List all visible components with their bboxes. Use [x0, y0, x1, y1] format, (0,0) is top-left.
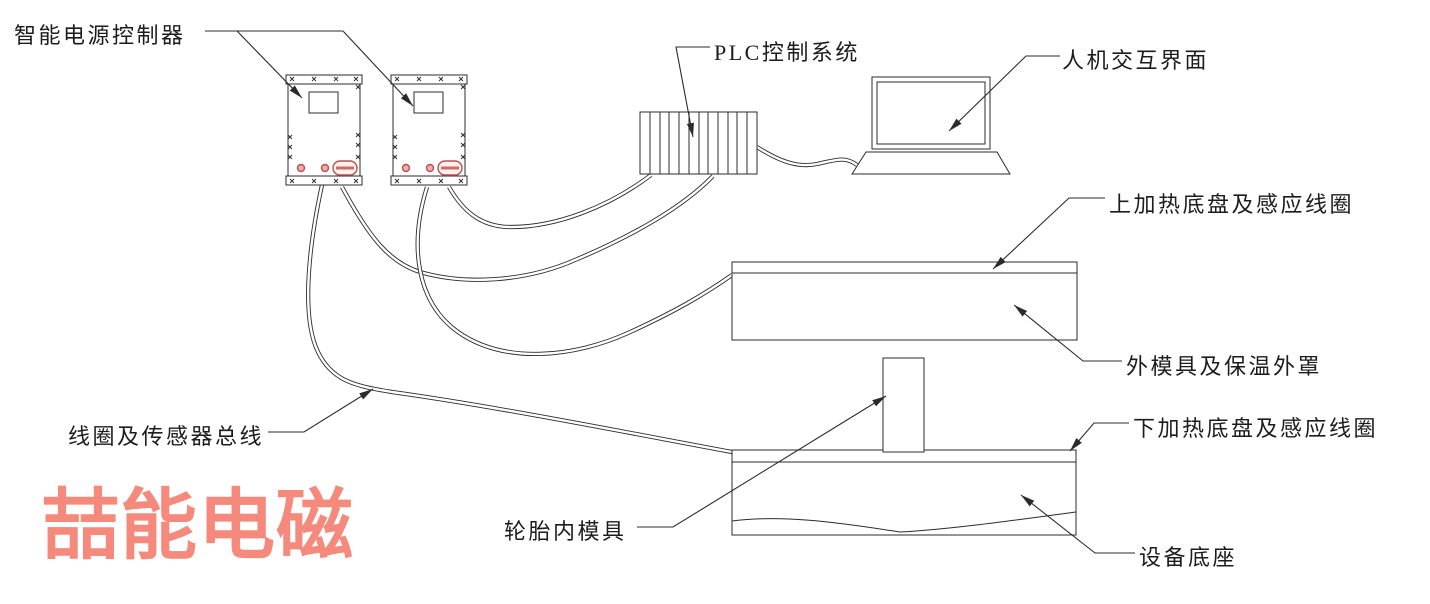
- label-hmi: 人机交互界面: [1062, 48, 1210, 73]
- label-power-controller: 智能电源控制器: [14, 23, 186, 48]
- base-wave-line: [731, 511, 1077, 533]
- cable-controller2-to-upper-coil: [415, 186, 734, 356]
- plc-rack: [639, 111, 758, 175]
- label-sensor-bus: 线圈及传感器总线: [68, 424, 265, 449]
- leader-sensor-bus: [268, 388, 374, 433]
- equipment-base-body: [731, 461, 1077, 536]
- power-controller-1: [284, 73, 364, 187]
- leader-base: [1020, 494, 1135, 554]
- cables: [306, 145, 859, 455]
- label-plc: PLC控制系统: [714, 40, 860, 65]
- leader-hmi: [948, 55, 1060, 132]
- power-controller-2: [389, 73, 469, 187]
- leader-plc: [675, 46, 710, 138]
- leader-tire-mold: [637, 395, 887, 528]
- tire-inner-mold-shape: [882, 357, 925, 453]
- cable-plc-to-laptop: [755, 145, 859, 168]
- label-lower-plate: 下加热底盘及感应线圈: [1133, 416, 1379, 441]
- leader-upper-plate: [992, 197, 1105, 270]
- upper-plate-assembly: [731, 261, 1078, 341]
- label-upper-plate: 上加热底盘及感应线圈: [1109, 192, 1355, 217]
- laptop: [851, 76, 1011, 175]
- label-outer-mold: 外模具及保温外罩: [1126, 354, 1323, 379]
- laptop-base: [851, 151, 1011, 175]
- cable-controller2-to-plc: [447, 173, 653, 230]
- leader-outer-mold: [1013, 304, 1122, 362]
- label-base: 设备底座: [1139, 545, 1238, 570]
- leader-power-controller-2: [342, 30, 414, 107]
- cable-controller1-to-plc: [340, 174, 715, 282]
- label-tire-mold: 轮胎内模具: [504, 519, 627, 544]
- lower-assembly: [731, 357, 1077, 536]
- cable-sensor-bus: [306, 184, 733, 455]
- leader-power-controller-1: [236, 30, 303, 99]
- leader-lines: [205, 30, 1135, 554]
- brand-watermark: 喆能电磁: [42, 483, 354, 569]
- leader-lower-plate: [1069, 422, 1129, 452]
- outer-mold-body: [731, 261, 1078, 341]
